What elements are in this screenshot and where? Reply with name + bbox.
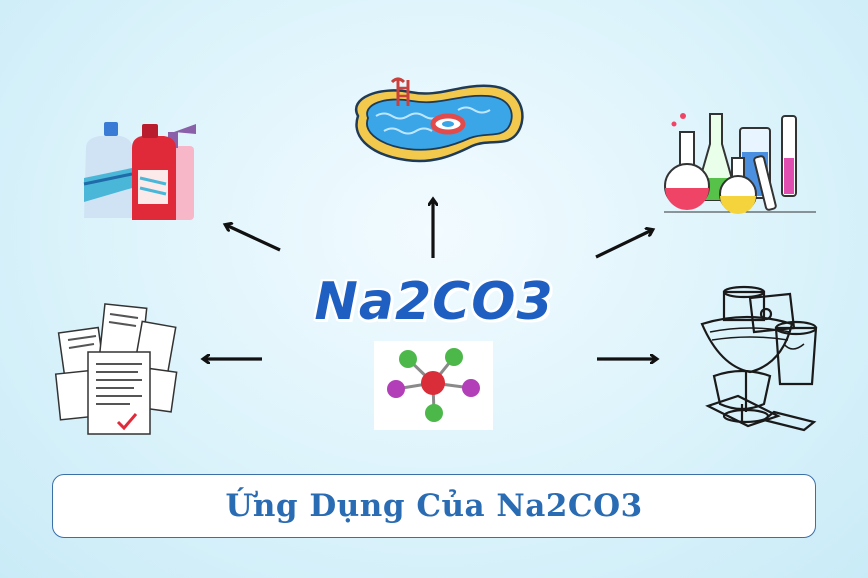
arrow-up-right (595, 230, 652, 259)
documents-icon (54, 303, 178, 435)
molecule-icon (387, 348, 480, 422)
glassware-sketch-icon (700, 285, 818, 432)
cleaning-bottles-icon (83, 122, 196, 220)
title-banner: Ứng Dụng Của Na2CO3 (52, 474, 816, 538)
molecule-panel (374, 341, 493, 430)
arrow-up-left (226, 225, 281, 252)
center-label: Na2CO3 (314, 272, 554, 332)
lab-glassware-icon (664, 113, 816, 214)
banner-title: Ứng Dụng Của Na2CO3 (225, 488, 643, 524)
swimming-pool-icon (354, 77, 524, 163)
